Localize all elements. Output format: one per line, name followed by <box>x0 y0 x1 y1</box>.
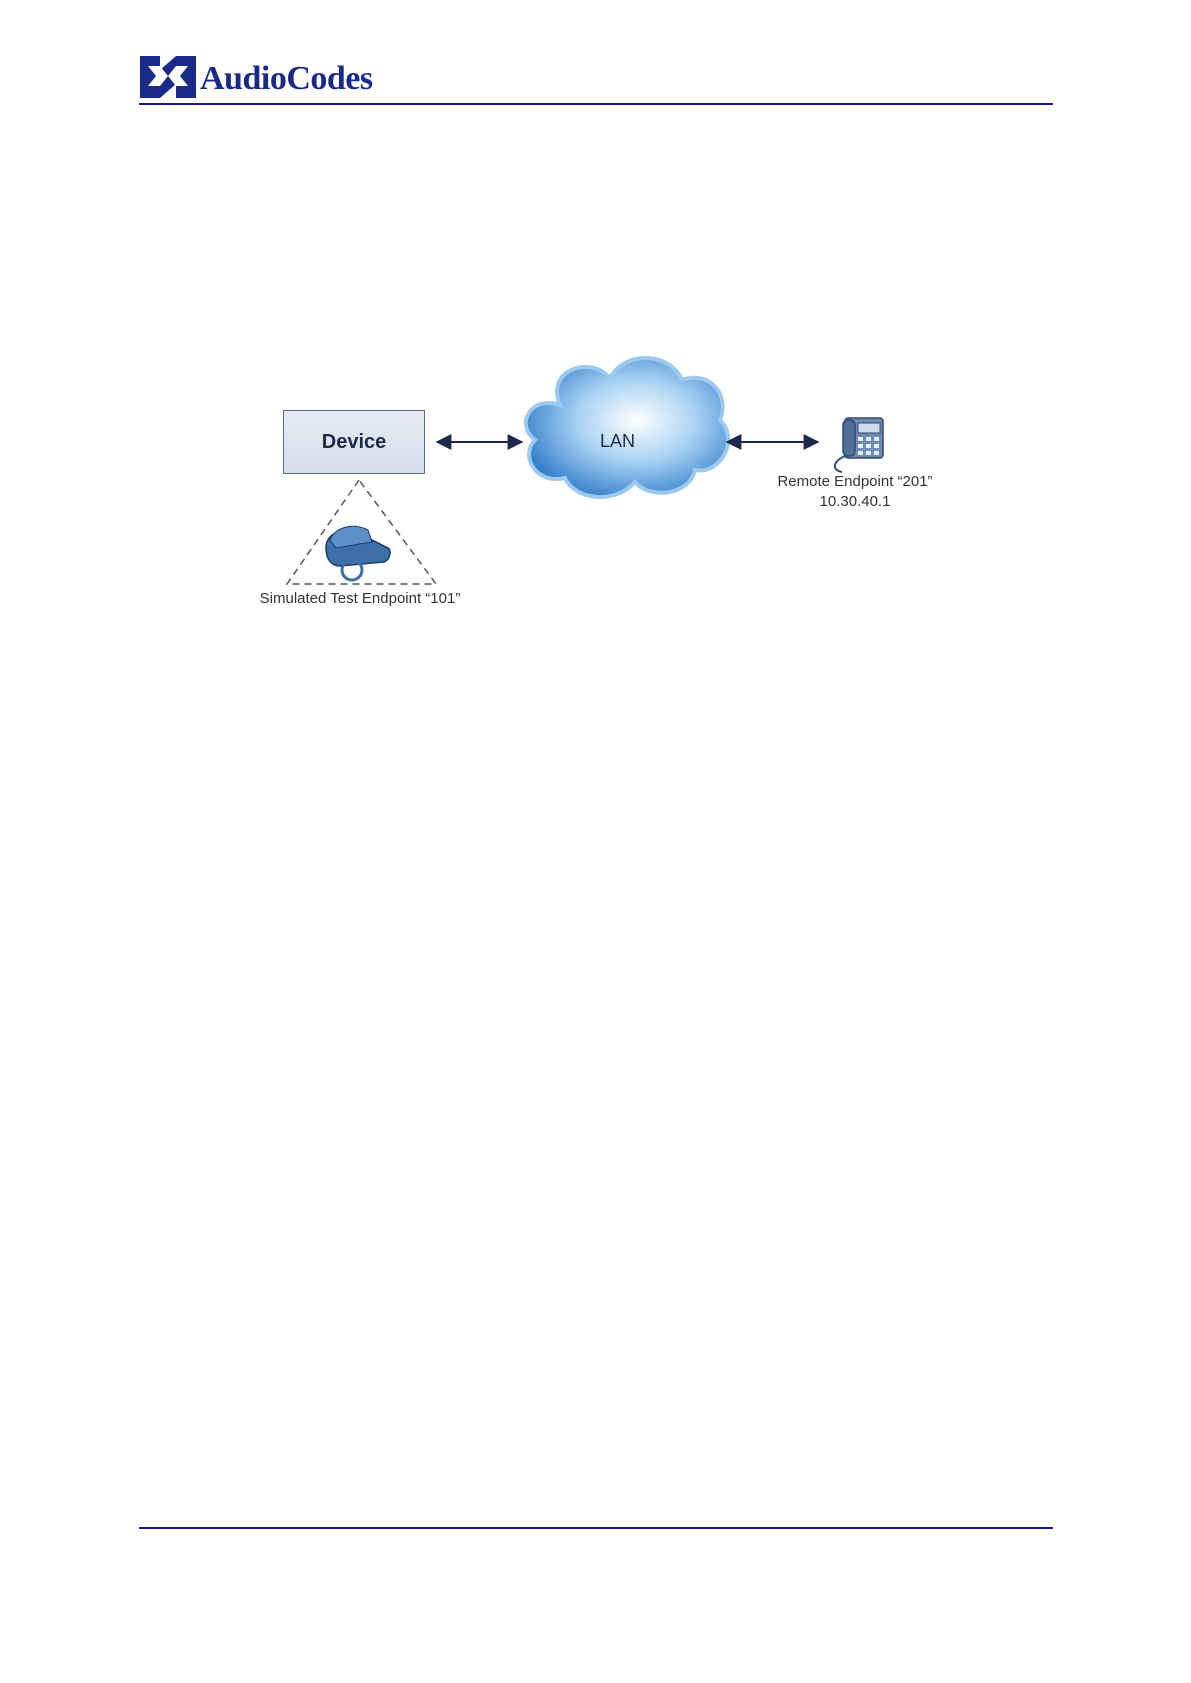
remote-endpoint-name: Remote Endpoint “201” <box>740 472 970 492</box>
device-node: Device <box>283 410 425 474</box>
lan-label: LAN <box>600 431 635 452</box>
simulated-endpoint-label: Simulated Test Endpoint “101” <box>240 590 480 607</box>
lan-cloud <box>526 358 728 497</box>
remote-endpoint-ip: 10.30.40.1 <box>740 492 970 512</box>
remote-endpoint-label: Remote Endpoint “201” 10.30.40.1 <box>740 472 970 512</box>
network-diagram: Device LAN Remote Endpoint “201” 10.30.4… <box>0 0 1191 700</box>
footer-rule <box>139 1527 1053 1529</box>
desk-phone-icon <box>835 418 883 472</box>
telephone-icon <box>326 526 390 580</box>
device-label: Device <box>322 431 387 454</box>
